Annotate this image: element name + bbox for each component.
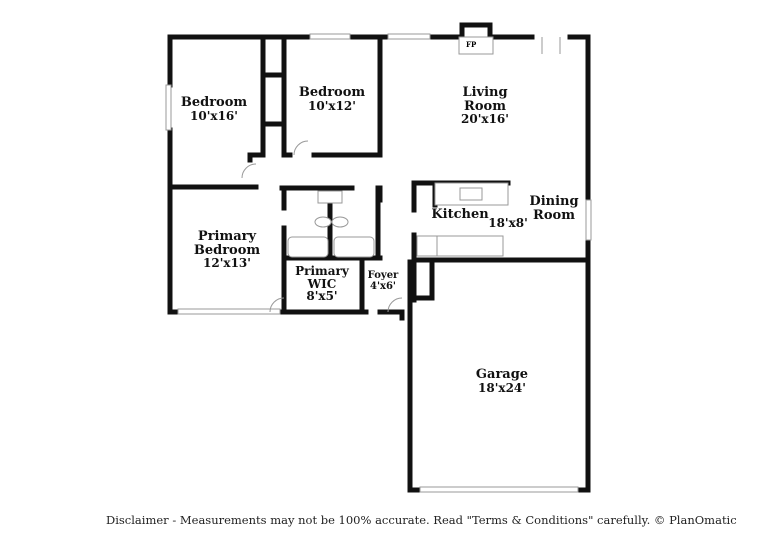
disclaimer: Disclaimer - Measurements may not be 100…: [106, 513, 737, 527]
room-kitchen: Kitchen: [431, 208, 488, 222]
room-name: Bedroom: [180, 95, 248, 110]
room-name: Living Room: [462, 85, 508, 114]
room-dims: 10'x12': [308, 98, 356, 113]
room-name: Primary Bedroom: [193, 229, 261, 258]
room-kitchen-dims: 18'x8': [488, 217, 528, 230]
room-dims: 4'x6': [369, 280, 397, 292]
room-name: Kitchen: [431, 207, 489, 222]
room-dims: 18'x24': [478, 380, 526, 395]
room-name: Foyer: [367, 270, 399, 281]
room-dims: 12'x13': [203, 256, 251, 271]
room-dims: 18'x8': [488, 216, 528, 230]
room-name: Dining Room: [529, 194, 579, 223]
room-name: Garage: [475, 367, 529, 382]
room-dims: 20'x16': [461, 112, 509, 127]
room-name: Bedroom: [298, 85, 366, 100]
room-name: Primary WIC: [295, 264, 349, 291]
room-dining: Dining Room: [529, 195, 579, 222]
fixtures: [165, 33, 592, 493]
room-dims: 8'x5': [306, 289, 338, 304]
room-dims: 10'x16': [190, 108, 238, 123]
fireplace-label: FP: [466, 40, 477, 49]
